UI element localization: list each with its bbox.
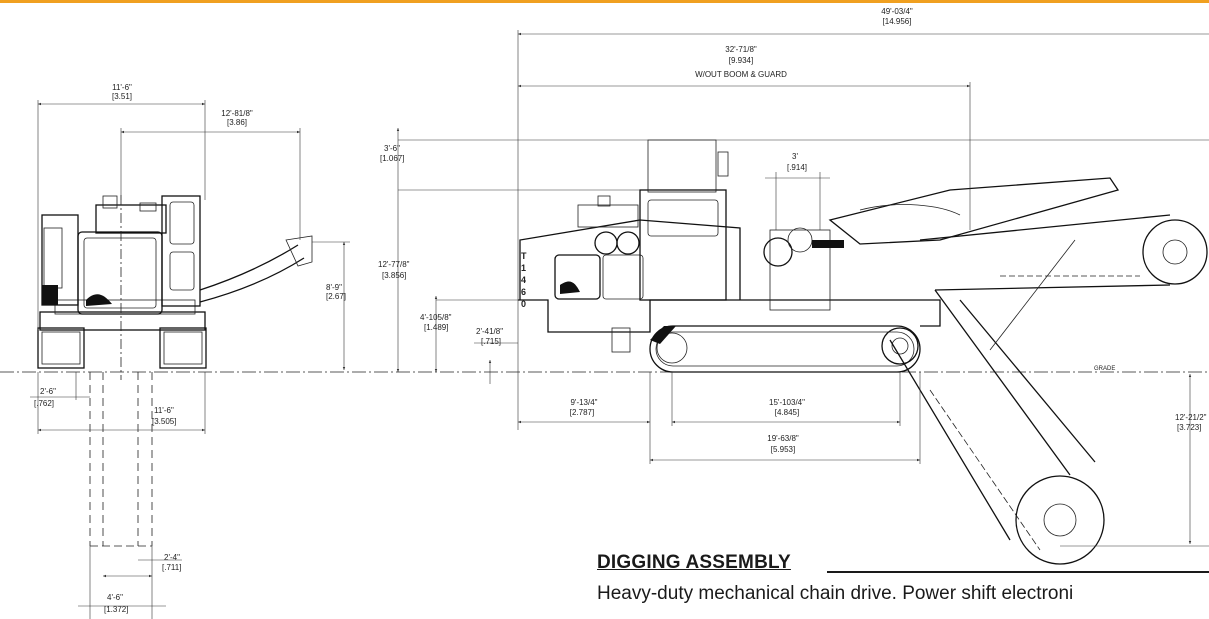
- front-view-dimensions: 11'-6" [3.51] 12'-81/8" [3.86] 8'-9" [2.…: [30, 83, 350, 619]
- dim-track-gauge-metric: [3.505]: [152, 417, 176, 426]
- dim-dig-depth-metric: [3.723]: [1177, 423, 1201, 432]
- dim-length-no-boom-note: W/OUT BOOM & GUARD: [695, 70, 787, 79]
- section-title-rule: [827, 571, 1209, 573]
- dim-cab-top-metric: [1.067]: [380, 154, 404, 163]
- model-letter-4: 0: [521, 299, 526, 309]
- dim-track-offset-metric: [.762]: [34, 399, 54, 408]
- dim-boom-gap: 3': [792, 152, 798, 161]
- dim-dig-depth: 12'-21/2": [1175, 413, 1207, 422]
- dim-track-center: 15'-103/4": [769, 398, 805, 407]
- dim-rear-overhang-metric: [2.787]: [570, 408, 594, 417]
- dim-length-no-boom: 32'-71/8": [725, 45, 757, 54]
- dim-trench-width: 2'-4": [164, 553, 180, 562]
- section-body: Heavy-duty mechanical chain drive. Power…: [597, 583, 1074, 604]
- dim-trench-outer-metric: [1.372]: [104, 605, 128, 614]
- section-title: DIGGING ASSEMBLY: [597, 552, 791, 573]
- dim-track-length: 19'-63/8": [767, 434, 799, 443]
- dim-trench-outer: 4'-6": [107, 593, 123, 602]
- dim-track-length-metric: [5.953]: [771, 445, 795, 454]
- dim-length-no-boom-metric: [9.934]: [729, 56, 753, 65]
- side-view-dimensions: 49'-03/4" [14.956] 32'-71/8" [9.934] W/O…: [378, 7, 1209, 547]
- model-letter-3: 6: [521, 287, 526, 297]
- dim-deck-height-metric: [1.489]: [424, 323, 448, 332]
- dim-rear-overhang: 9'-13/4": [570, 398, 597, 407]
- dim-overall-length: 49'-03/4": [881, 7, 913, 16]
- dim-track-offset: 2'-6": [40, 387, 56, 396]
- dim-deck-height: 4'-105/8": [420, 313, 452, 322]
- dim-track-gauge: 11'-6": [154, 406, 174, 415]
- dim-overall-width-metric: [3.51]: [112, 92, 132, 101]
- grade-label: GRADE: [1094, 366, 1115, 372]
- dim-height-metric: [3.856]: [382, 271, 406, 280]
- dim-cab-top: 3'-6": [384, 144, 400, 153]
- front-view-machine: [37, 195, 313, 547]
- model-letter-1: 1: [521, 263, 526, 273]
- dim-boom-reach-metric: [3.86]: [227, 118, 247, 127]
- model-letter-0: T: [521, 251, 527, 261]
- dim-boom-height-metric: [2.67]: [326, 292, 346, 301]
- dim-clearance: 2'-41/8": [476, 327, 503, 336]
- dim-clearance-metric: [.715]: [481, 337, 501, 346]
- dim-boom-gap-metric: [.914]: [787, 163, 807, 172]
- dim-boom-reach: 12'-81/8": [221, 109, 253, 118]
- dim-trench-width-metric: [.711]: [162, 563, 181, 572]
- accent-top-bar: [0, 0, 1209, 3]
- model-letter-2: 4: [521, 275, 526, 285]
- dim-height: 12'-77/8": [378, 260, 410, 269]
- dim-track-center-metric: [4.845]: [775, 408, 799, 417]
- dim-overall-width: 11'-6": [112, 83, 132, 92]
- side-view-machine: T 1 4 6 0: [518, 139, 1208, 565]
- dim-overall-length-metric: [14.956]: [883, 17, 912, 26]
- dim-boom-height: 8'-9": [326, 283, 342, 292]
